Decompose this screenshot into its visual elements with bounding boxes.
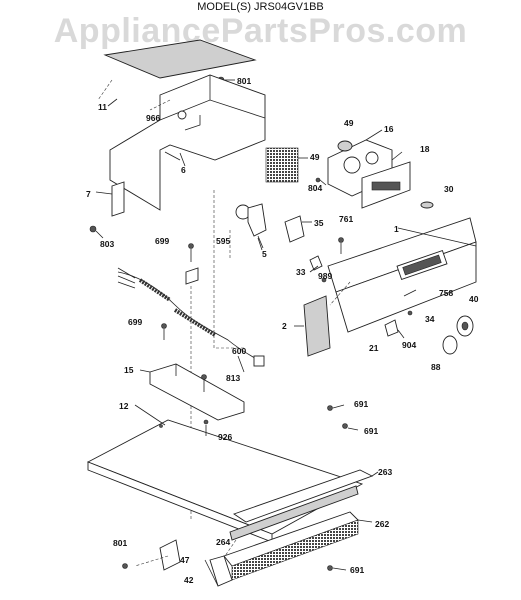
callout-699-top: 699 bbox=[155, 236, 169, 246]
callout-7: 7 bbox=[86, 189, 91, 199]
bracket-42-part bbox=[159, 539, 181, 571]
callout-758: 758 bbox=[439, 288, 453, 298]
callout-263: 263 bbox=[378, 467, 392, 477]
callout-699-mid: 699 bbox=[128, 317, 142, 327]
vent-grille-part bbox=[265, 147, 299, 183]
rail-47-part bbox=[209, 555, 233, 587]
callout-6: 6 bbox=[181, 165, 186, 175]
callout-595: 595 bbox=[216, 236, 230, 246]
callout-803: 803 bbox=[100, 239, 114, 249]
callout-761: 761 bbox=[339, 214, 353, 224]
model-title: MODEL(S) JRS04GV1BB bbox=[197, 1, 324, 13]
knob-88-part bbox=[442, 335, 458, 355]
callout-262: 262 bbox=[375, 519, 389, 529]
callout-989: 989 bbox=[318, 271, 332, 281]
trim-strip-264-part bbox=[229, 485, 359, 541]
callout-966: 966 bbox=[146, 113, 160, 123]
callout-16: 16 bbox=[384, 124, 394, 134]
callout-33: 33 bbox=[296, 267, 306, 277]
callout-801: 801 bbox=[237, 76, 251, 86]
callout-15: 15 bbox=[124, 365, 134, 375]
callout-804: 804 bbox=[308, 183, 322, 193]
callout-40: 40 bbox=[469, 294, 479, 304]
callout-49-knob: 49 bbox=[344, 118, 354, 128]
callout-49-grille: 49 bbox=[310, 152, 320, 162]
callout-926: 926 bbox=[218, 432, 232, 442]
callout-904: 904 bbox=[402, 340, 416, 350]
callout-264: 264 bbox=[216, 537, 230, 547]
callout-11: 11 bbox=[98, 102, 107, 112]
callout-691-lower: 691 bbox=[364, 426, 378, 436]
callout-600: 600 bbox=[232, 346, 246, 356]
callout-30: 30 bbox=[444, 184, 454, 194]
callout-691-upper: 691 bbox=[354, 399, 368, 409]
callout-801-bottom: 801 bbox=[113, 538, 127, 548]
chassis-box-part bbox=[109, 74, 266, 211]
callout-34: 34 bbox=[425, 314, 435, 324]
callout-5: 5 bbox=[262, 249, 267, 259]
callout-18: 18 bbox=[420, 144, 430, 154]
knob-part bbox=[337, 140, 353, 152]
callout-42: 42 bbox=[184, 575, 194, 585]
callout-47: 47 bbox=[180, 555, 190, 565]
callout-88: 88 bbox=[431, 362, 441, 372]
side-trim-part bbox=[303, 295, 331, 357]
insulation-sheet-part bbox=[103, 39, 257, 79]
callout-12: 12 bbox=[119, 401, 129, 411]
callout-21: 21 bbox=[369, 343, 379, 353]
switch-part bbox=[284, 215, 305, 243]
watermark: AppliancePartsPros.com bbox=[53, 12, 468, 50]
callout-813: 813 bbox=[226, 373, 240, 383]
side-bracket-part bbox=[111, 181, 125, 217]
callout-691-bottom: 691 bbox=[350, 565, 364, 575]
callout-1: 1 bbox=[394, 224, 399, 234]
callout-35: 35 bbox=[314, 218, 324, 228]
callout-2: 2 bbox=[282, 321, 287, 331]
